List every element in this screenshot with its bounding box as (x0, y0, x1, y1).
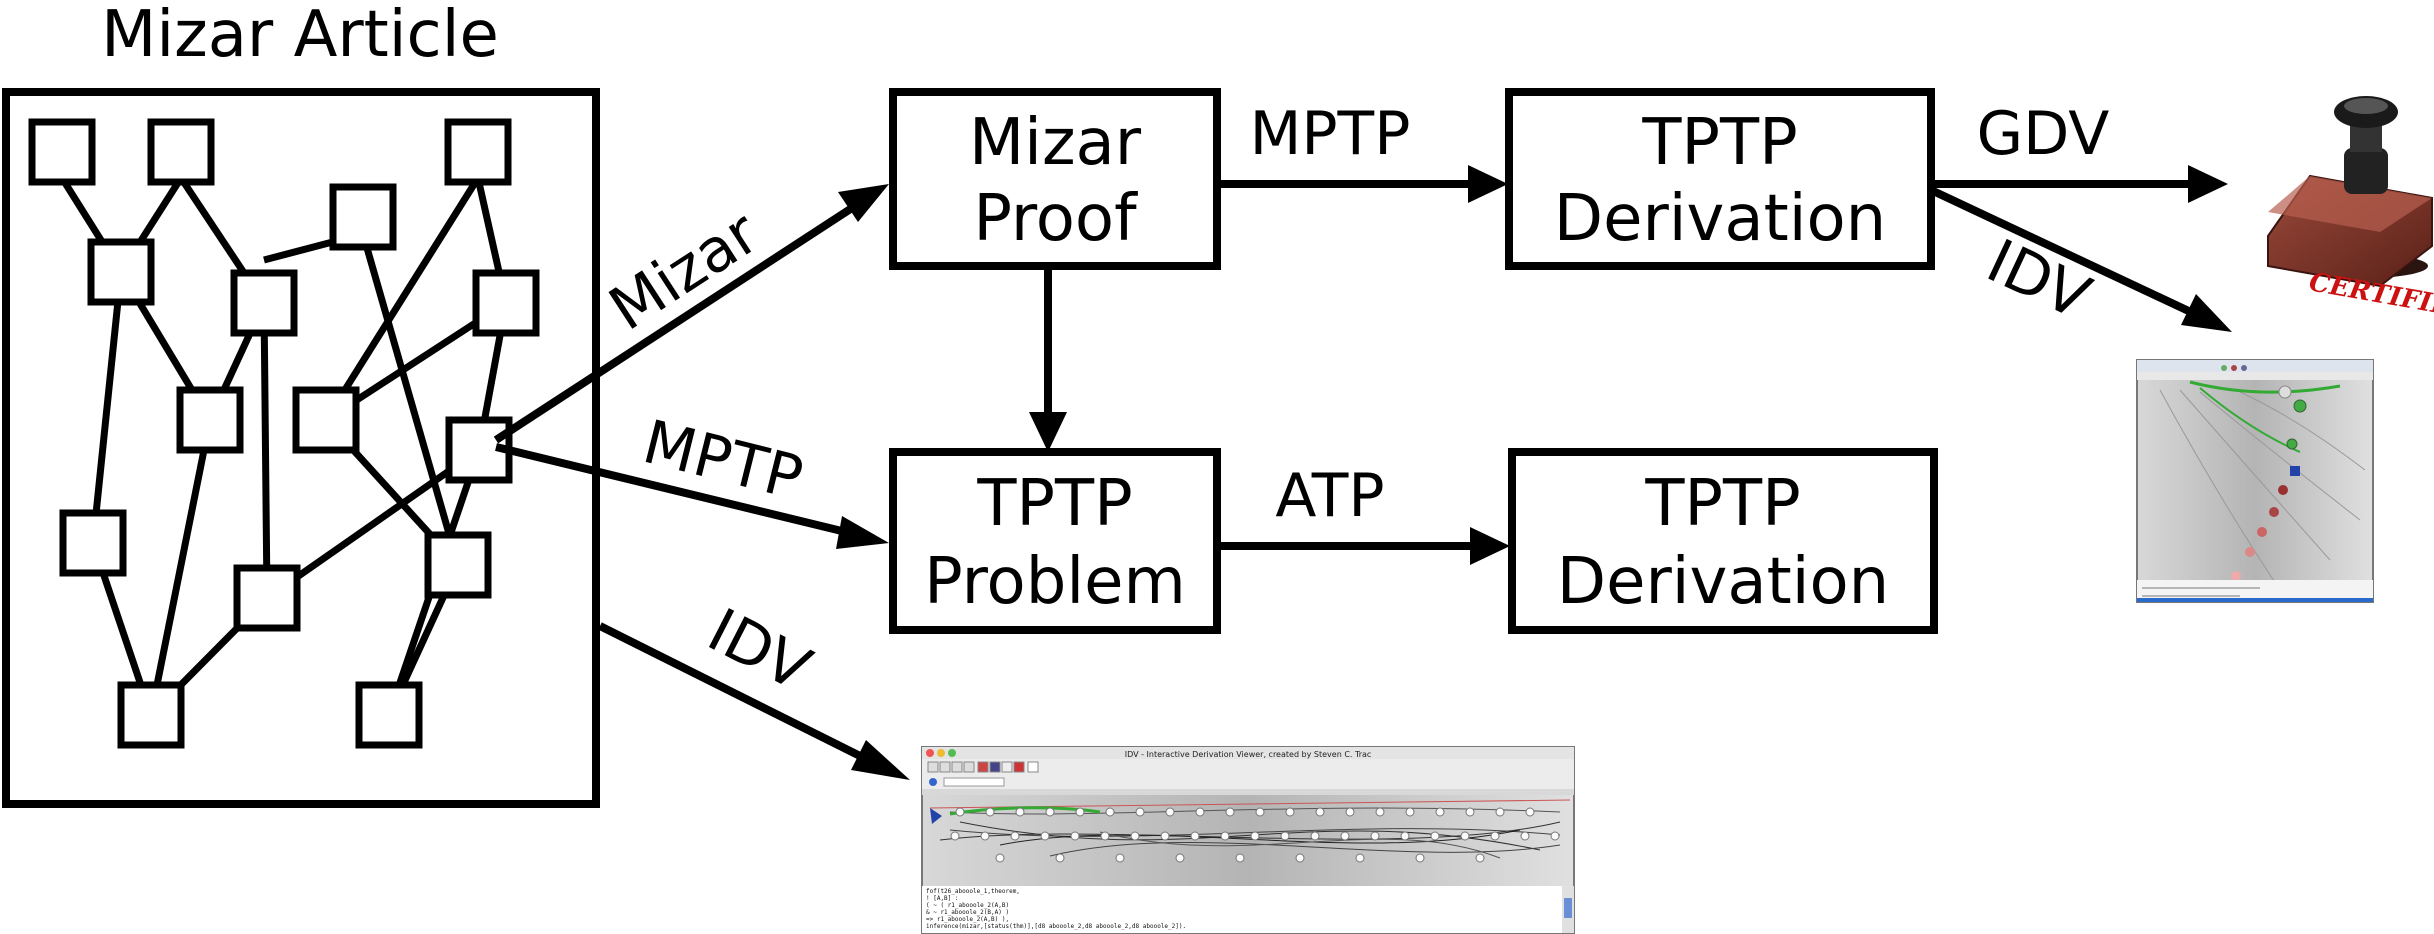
edge-label-mptp-derivation: MPTP (1250, 99, 1411, 169)
toolbar-button[interactable] (929, 778, 937, 786)
arrow-atp: ATP (1217, 461, 1510, 565)
article-graph-nodes (28, 118, 540, 749)
mizar-proof-box: Mizar Proof (889, 88, 1221, 270)
tptp-derivation-top-line-1: TPTP (1641, 106, 1797, 180)
tptp-derivation-bottom-line-1: TPTP (1644, 467, 1800, 541)
diagram-title: Mizar Article (101, 0, 499, 72)
close-dot-icon[interactable] (926, 749, 934, 757)
toolbar-button[interactable] (1027, 761, 1039, 773)
graph-node (444, 118, 512, 186)
mizar-proof-line-2: Proof (973, 182, 1138, 256)
graph-node (117, 681, 185, 749)
toolbar-button[interactable] (951, 761, 963, 773)
idv-log-text: fof(t26_abooole_1,theorem, ! [A,B] : ( ~… (926, 888, 1186, 930)
tptp-problem-line-1: TPTP (976, 467, 1132, 541)
edge-label-atp: ATP (1275, 461, 1384, 531)
arrow-mptp-proof-to-derivation: MPTP (1217, 99, 1508, 203)
log-line: ( ~ ( r1_abooole_2(A,B) (926, 902, 1009, 909)
graph-node (233, 564, 301, 632)
idv-screenshot-right (2136, 359, 2374, 603)
idv-window-bottom: IDV - Interactive Derivation Viewer, cre… (921, 746, 1575, 934)
edge-label-idv-derivation: IDV (1977, 226, 2101, 333)
tptp-derivation-top-line-2: Derivation (1554, 182, 1886, 256)
graph-node (329, 183, 397, 251)
tptp-derivation-top-box: TPTP Derivation (1505, 88, 1935, 270)
toolbar-button[interactable] (927, 761, 939, 773)
graph-node (230, 269, 298, 337)
graph-node (28, 118, 96, 186)
zoom-dot-icon[interactable] (948, 749, 956, 757)
log-line: fof(t26_abooole_1,theorem, (926, 888, 1020, 895)
toolbar-button[interactable] (939, 761, 951, 773)
log-scrollbar-thumb[interactable] (1564, 898, 1572, 918)
toolbar-button[interactable] (977, 761, 989, 773)
tptp-derivation-bottom-line-2: Derivation (1557, 545, 1889, 619)
edge-label-mptp-problem: MPTP (636, 407, 809, 514)
log-line: & ~ r1_abooole_2(B,A) ) (926, 909, 1009, 916)
toolbar-button[interactable] (1013, 761, 1025, 773)
toolbar-button[interactable] (963, 761, 975, 773)
idv-window-title: IDV - Interactive Derivation Viewer, cre… (1125, 750, 1372, 759)
idv-graph-canvas (930, 806, 1561, 863)
edge-label-idv-article: IDV (697, 595, 821, 705)
log-line: ! [A,B] : (926, 895, 959, 902)
graph-node (424, 531, 492, 599)
graph-node (147, 118, 215, 186)
tptp-problem-line-2: Problem (924, 545, 1186, 619)
tptp-problem-box: TPTP Problem (889, 448, 1221, 634)
graph-node (355, 681, 423, 749)
graph-node (292, 386, 360, 454)
tptp-derivation-bottom-box: TPTP Derivation (1508, 448, 1938, 634)
arrow-idv-derivation: IDV (1929, 186, 2232, 334)
graph-node (87, 238, 155, 306)
idv-toolbar (927, 761, 1039, 787)
graph-node (472, 269, 540, 337)
graph-node (59, 509, 127, 577)
mizar-proof-line-1: Mizar (969, 106, 1142, 180)
graph-node (176, 386, 244, 454)
certified-stamp-icon: CERTIFIED (2267, 96, 2434, 326)
edge-label-gdv: GDV (1977, 99, 2110, 169)
arrow-gdv: GDV (1931, 99, 2228, 203)
slider-track[interactable] (943, 777, 1005, 787)
log-line: inference(mizar,[status(thm)],[d8 aboool… (926, 923, 1186, 930)
minimize-dot-icon[interactable] (937, 749, 945, 757)
arrow-idv-article: IDV (598, 595, 910, 780)
arrow-proof-to-problem (1029, 266, 1067, 452)
toolbar-button[interactable] (989, 761, 1001, 773)
log-line: => r1_abooole_2(A,B) ), (926, 916, 1009, 923)
edge-label-mizar: Mizar (597, 198, 771, 345)
toolbar-button[interactable] (1001, 761, 1013, 773)
